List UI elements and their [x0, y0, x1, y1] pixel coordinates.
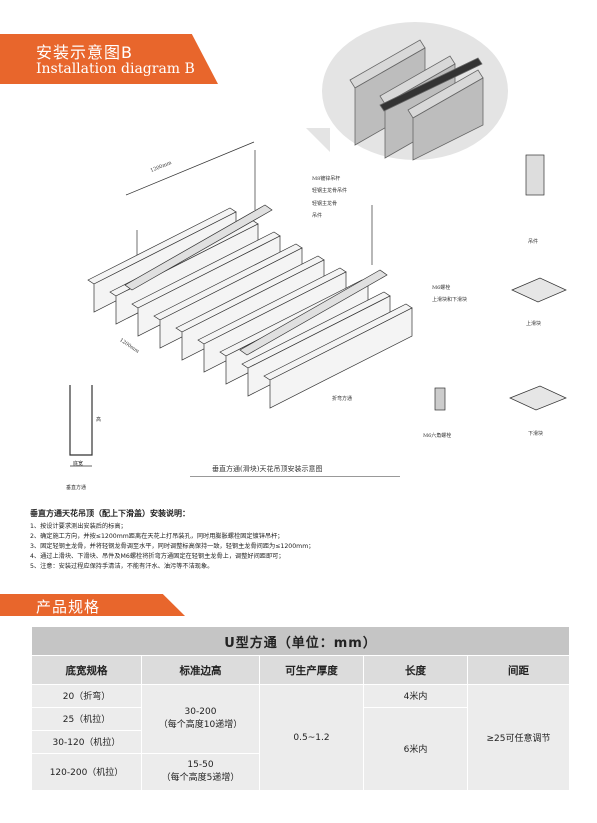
label-light-keel: 轻钢主龙骨	[312, 201, 338, 207]
height-range-a: 30-200	[184, 707, 217, 718]
length-cell-a: 4米内	[363, 684, 468, 708]
section-header-installation: 安装示意图B Installation diagram B	[0, 34, 218, 84]
width-spec-cell: 25（机拉）	[31, 706, 142, 731]
caption-underline	[190, 476, 400, 477]
spacing-cell: ≥25可任意调节	[466, 684, 571, 791]
width-spec-cell: 30-120（机拉）	[31, 729, 142, 754]
col-header-length: 长度	[363, 655, 468, 685]
width-spec-cell: 20（折弯）	[31, 684, 142, 708]
installation-diagram	[69, 39, 567, 467]
spec-table-title: U型方通（单位：mm）	[30, 626, 571, 656]
height-step-b: （每个高度5递增）	[161, 773, 240, 784]
col-header-thickness: 可生产厚度	[259, 655, 364, 685]
label-slider: 上滑块和下滑块	[432, 297, 468, 303]
part-upper-slider-label: 上滑块	[526, 321, 542, 327]
section-header-specs: 产品规格	[0, 594, 185, 616]
label-m6-bolt: M6螺栓	[432, 285, 451, 291]
part-m6-hex-bolt-label: M6六角螺栓	[423, 433, 452, 439]
spec-table: U型方通（单位：mm） 底宽规格 标准边高 可生产厚度 长度 间距 20（折弯）…	[30, 626, 571, 792]
diagram-caption: 垂直方通(滑块)天花吊顶安装示意图	[212, 465, 323, 473]
thickness-cell: 0.5~1.2	[259, 684, 364, 791]
height-step-a: （每个高度10递增）	[158, 720, 243, 731]
instruction-step-5: 5、注意：安装过程应保持手清洁，不能有汗水、油污等不洁现象。	[30, 563, 214, 570]
bubble-detail-illustration	[349, 39, 484, 161]
instruction-step-4: 4、通过上滑块、下滑块、吊件及M6螺栓将折弯方通固定在轻钢主龙骨上，调整好间距即…	[30, 553, 285, 560]
installation-instructions: 垂直方通天花吊顶（配上下滑盖）安装说明： 1、按设计要求测出安装后的标高； 2、…	[30, 508, 570, 572]
instruction-step-2: 2、确定施工方向，并按≤1200mm距离在天花上打吊装孔，同时用膨胀螺栓固定镀锌…	[30, 533, 284, 540]
spec-header-title: 产品规格	[36, 598, 101, 616]
label-keel-hanger: 轻钢主龙骨吊件	[312, 188, 348, 194]
label-bent-tube: 折弯方通	[332, 396, 353, 402]
label-tube-height: 高	[96, 417, 102, 423]
instruction-step-1: 1、按设计要求测出安装后的标高；	[30, 523, 127, 530]
label-tube-width: 底宽	[73, 461, 84, 467]
height-spec-cell-a: 30-200 （每个高度10递增）	[141, 684, 260, 754]
height-spec-cell-b: 15-50 （每个高度5递增）	[141, 752, 260, 792]
width-spec-cell: 120-200（机拉）	[31, 752, 142, 792]
label-m8-rod: M8镀锌吊杆	[312, 176, 341, 182]
label-hanger: 吊件	[312, 213, 323, 219]
col-header-width: 底宽规格	[31, 655, 142, 685]
col-header-height: 标准边高	[141, 655, 260, 685]
part-hanger-label: 吊件	[528, 239, 539, 245]
label-tube-name: 垂直方通	[66, 485, 87, 491]
ceiling-assembly	[69, 141, 567, 467]
detail-bubble-tail	[306, 128, 330, 152]
col-header-spacing: 间距	[466, 655, 571, 685]
header-title-en: Installation diagram B	[36, 61, 195, 77]
header-title-zh: 安装示意图B	[36, 43, 133, 62]
part-lower-slider-label: 下滑块	[528, 431, 544, 437]
length-cell-b: 6米内	[363, 706, 468, 792]
instruction-step-3: 3、固定轻钢主龙骨，并将轻钢龙骨调至水平，同时调整标高保持一致，轻钢主龙骨间距为…	[30, 543, 315, 550]
height-range-b: 15-50	[187, 760, 214, 771]
instructions-title: 垂直方通天花吊顶（配上下滑盖）安装说明：	[30, 509, 190, 518]
